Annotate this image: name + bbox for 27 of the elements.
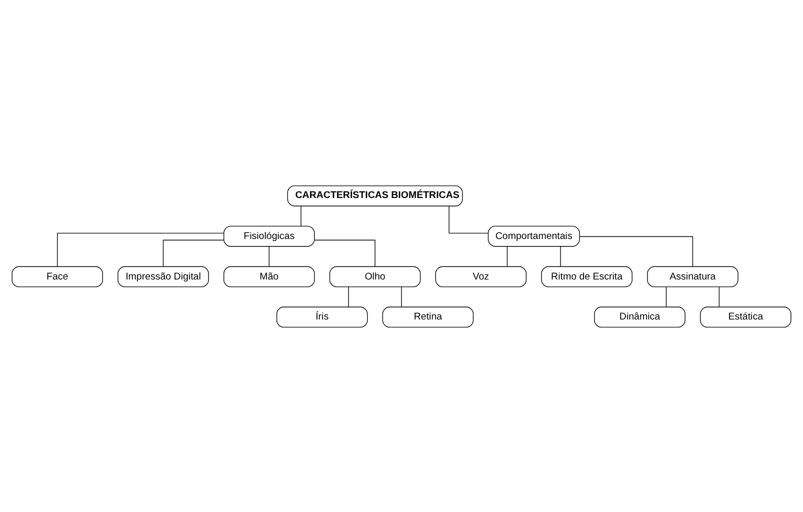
node-box: Olho [329, 266, 421, 287]
node-box: Estática [700, 306, 792, 328]
connector [268, 246, 270, 266]
node-box: Fisiológicas [224, 225, 315, 246]
connector [560, 246, 561, 266]
node-box: Face [12, 266, 103, 287]
connector [448, 205, 489, 233]
node-box: CARACTERÍSTICAS BIOMÉTRICAS [287, 184, 463, 206]
node-box: Retina [382, 306, 474, 328]
node-box: Íris [276, 306, 368, 328]
connector [162, 239, 224, 266]
connector [348, 286, 349, 307]
connector [401, 286, 402, 307]
connector [718, 286, 720, 307]
connector [579, 236, 694, 266]
connector [57, 232, 224, 266]
node-box: Dinâmica [594, 306, 686, 328]
connector [666, 286, 667, 307]
connector [300, 205, 302, 226]
node-box: Comportamentais [488, 225, 580, 246]
node-box: Ritmo de Escrita [541, 266, 632, 287]
connector [506, 246, 508, 266]
node-box: Impressão Digital [118, 266, 209, 287]
node-box: Assinatura [647, 266, 738, 287]
node-box: Mão [224, 266, 315, 287]
node-box: Voz [435, 266, 527, 287]
connector [314, 239, 376, 266]
